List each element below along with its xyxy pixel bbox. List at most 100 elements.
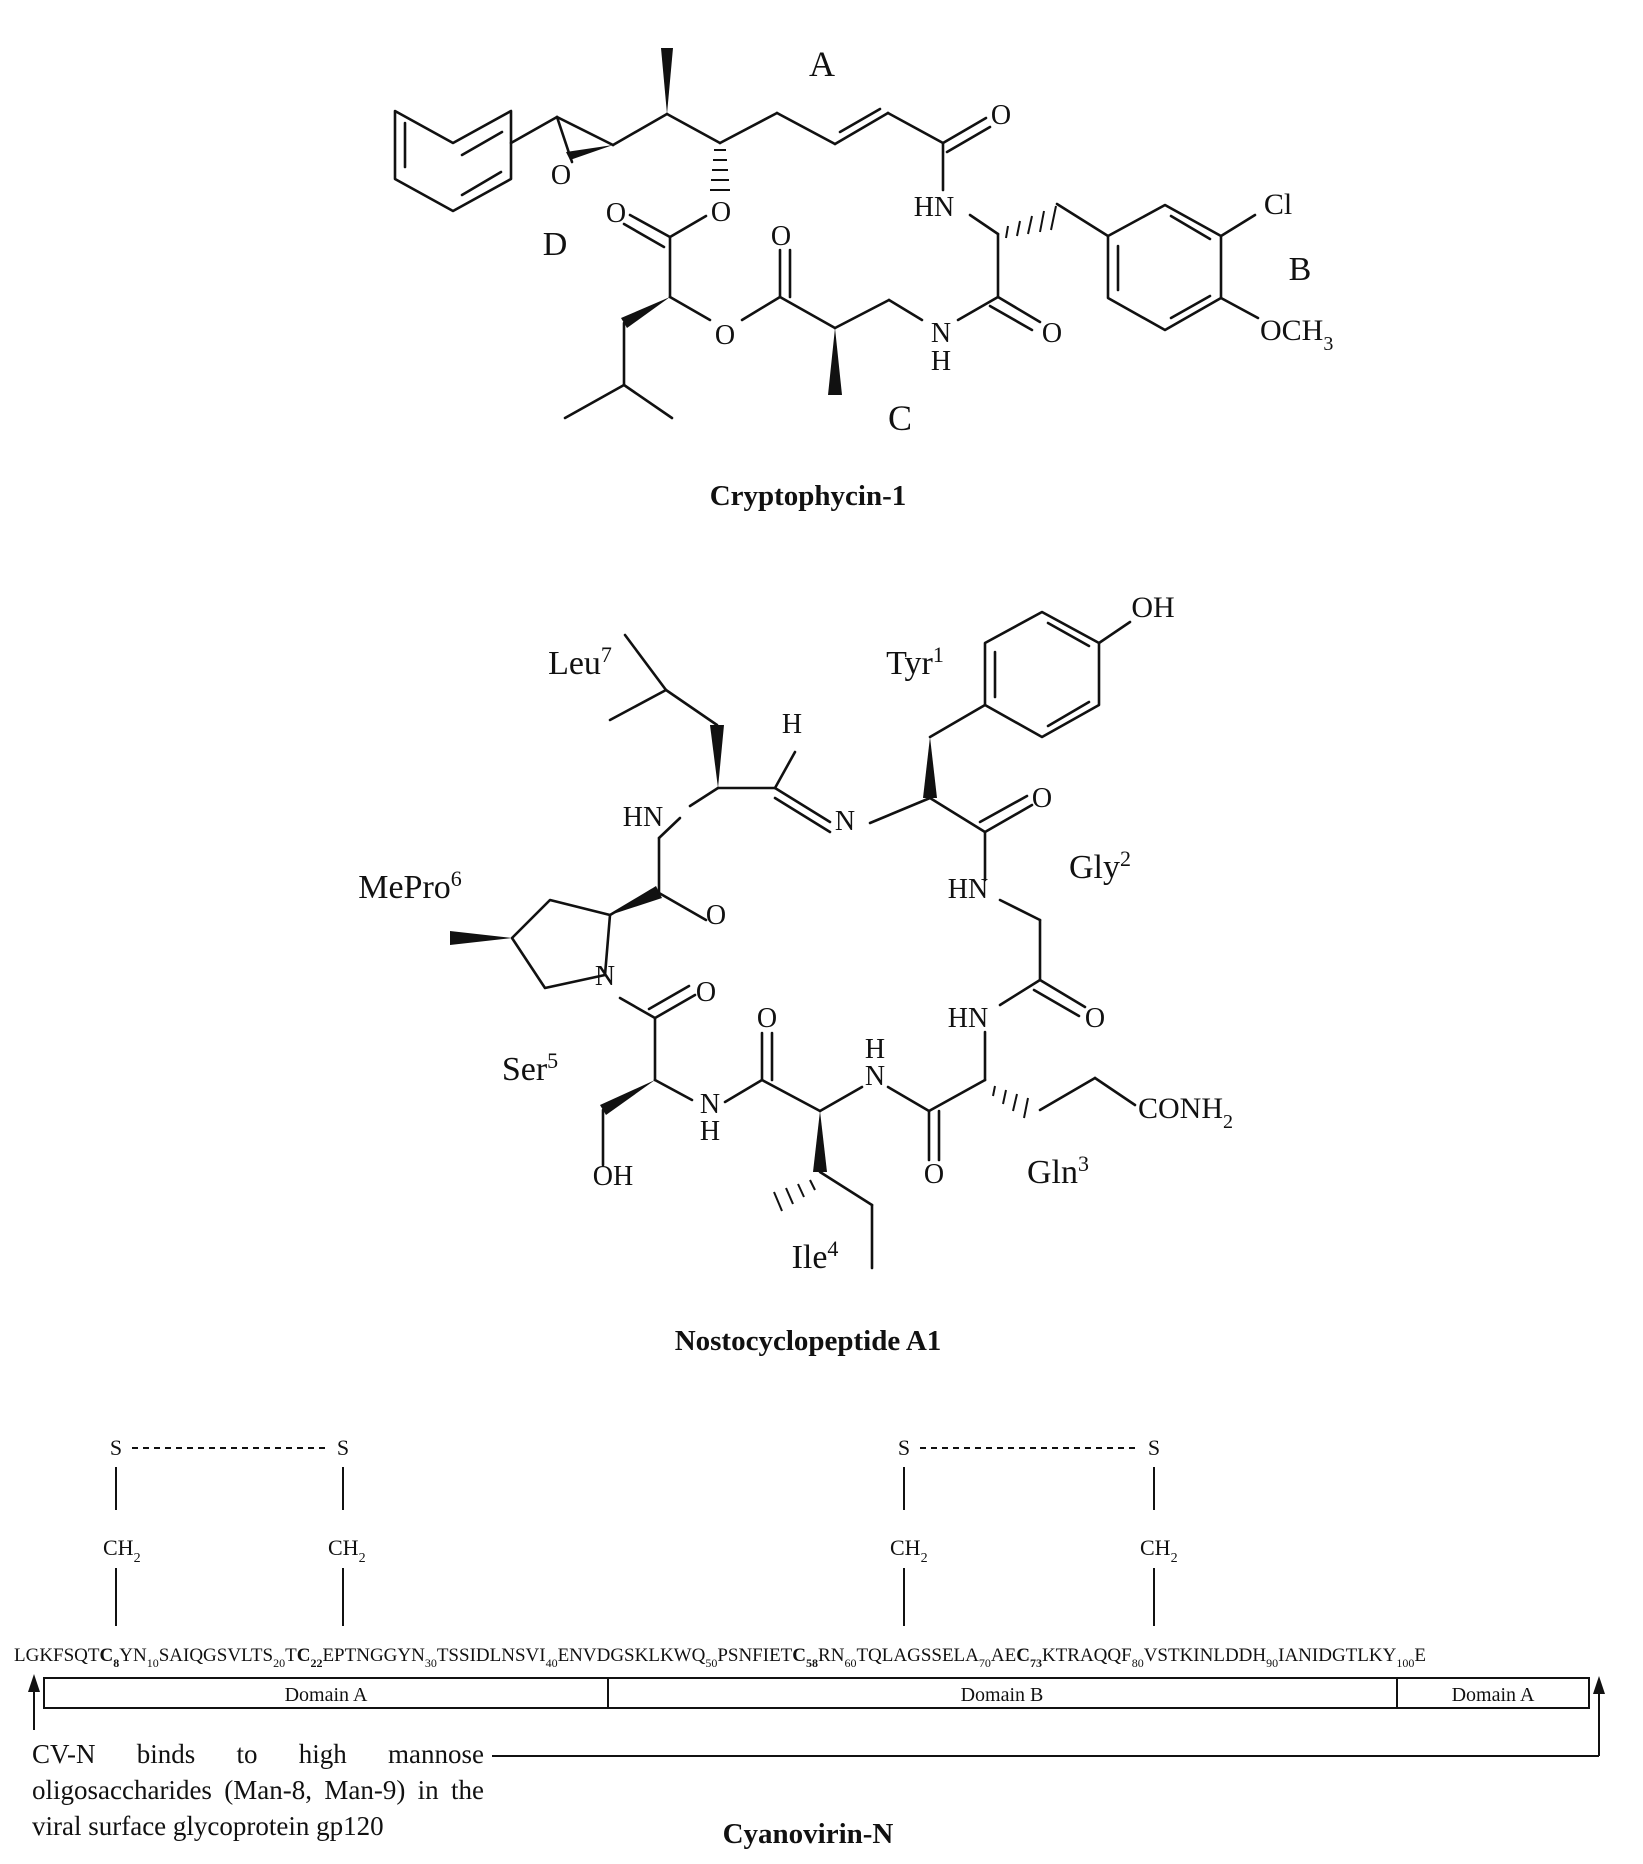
carbonyl-o-left: O [606, 198, 626, 229]
sequence-segment: VSTKINLDDH [1144, 1645, 1267, 1666]
sequence-segment: LGKFSQT [14, 1645, 100, 1666]
nostocyclopeptide-structure: Leu7 Tyr1 Gly2 MePro6 Ser5 Gln3 Ile4 OH … [358, 591, 1233, 1357]
sequence-position-subscript: 40 [546, 1656, 558, 1670]
sulfur-1: S [110, 1435, 122, 1460]
sequence-segment: TSSIDLNSVI [437, 1645, 546, 1666]
sequence-position-subscript: 70 [979, 1656, 991, 1670]
right-arrow-head [1593, 1676, 1605, 1694]
chloro-cl: Cl [1264, 188, 1292, 221]
ring-o-left: O [715, 320, 735, 351]
unit-label-a: A [809, 44, 835, 84]
ester-o-top: O [711, 197, 731, 228]
gly-label: Gly2 [1069, 846, 1131, 886]
cryptophycin-structure: A B C D O O O O O O HN N H O Cl OCH3 Cry… [393, 44, 1333, 512]
sequence-segment: C [100, 1645, 114, 1666]
ser-nh-n: N [700, 1089, 720, 1120]
cryptophycin-title: Cryptophycin-1 [710, 480, 907, 512]
ile-nh-n: N [865, 1061, 885, 1092]
unit-label-d: D [543, 226, 568, 263]
domain-box-b [607, 1677, 1398, 1709]
unit-label-b: B [1289, 251, 1312, 288]
sequence-segment: RN [818, 1645, 845, 1666]
gly-hn: HN [948, 874, 988, 905]
domain-box-a-2 [1396, 1677, 1590, 1709]
chlorophenyl-ring [1106, 203, 1223, 332]
sequence-position-subscript: 58 [806, 1656, 818, 1670]
gln-hn: HN [948, 1003, 988, 1034]
proline-ring [510, 898, 612, 990]
gly-o: O [1085, 1003, 1105, 1034]
sulfur-3: S [898, 1435, 910, 1460]
sequence-position-subscript: 22 [310, 1656, 322, 1670]
unit-label-c: C [888, 398, 912, 438]
sequence-segment: YN [119, 1645, 147, 1666]
sequence-segment: TQLAGSSELA [856, 1645, 979, 1666]
hash-bond-ile [773, 1179, 816, 1212]
ile-label: Ile4 [792, 1236, 839, 1276]
cyanovirin-diagram: S S CH2 CH2 S S CH2 CH2 LGKFSQTC8YN10SAI… [14, 1435, 1605, 1850]
gln-label: Gln3 [1027, 1151, 1089, 1191]
nostocyclopeptide-title: Nostocyclopeptide A1 [675, 1325, 942, 1357]
sequence-segment: KTRAQQF [1042, 1645, 1132, 1666]
amide-n: N [931, 318, 951, 349]
domain-label-b: Domain B [961, 1684, 1044, 1706]
sequence-position-subscript: 20 [273, 1656, 285, 1670]
sequence-segment: E [1414, 1645, 1426, 1666]
sequence-position-subscript: 10 [147, 1656, 159, 1670]
tyr-oh: OH [1131, 591, 1174, 624]
ile-nh-h: H [865, 1034, 885, 1065]
ch2-3: CH2 [890, 1535, 928, 1566]
hash-bond-ester-o [710, 149, 730, 191]
leu-label: Leu7 [548, 642, 612, 682]
carbonyl-o-mid: O [771, 221, 791, 252]
ser-oh: OH [593, 1161, 633, 1192]
sequence-position-subscript: 100 [1396, 1656, 1414, 1670]
sequence-segment: C [792, 1645, 806, 1666]
imine-h: H [782, 709, 802, 740]
sequence-position-subscript: 30 [425, 1656, 437, 1670]
hash-bond-gln [992, 1085, 1029, 1119]
hash-bond-alpha [1005, 205, 1057, 239]
pro-n: N [595, 961, 615, 992]
sequence-position-subscript: 90 [1266, 1656, 1278, 1670]
amide-h: H [931, 346, 951, 377]
sequence-position-subscript: 60 [844, 1656, 856, 1670]
sequence-position-subscript: 73 [1030, 1656, 1042, 1670]
sulfur-4: S [1148, 1435, 1160, 1460]
sequence-segment: AE [991, 1645, 1016, 1666]
sequence-position-subscript: 80 [1132, 1656, 1144, 1670]
sequence-segment: C [1016, 1645, 1030, 1666]
ser-label: Ser5 [502, 1048, 558, 1088]
sequence-segment: SAIQGSVLTS [159, 1645, 273, 1666]
ch2-4: CH2 [1140, 1535, 1178, 1566]
cyanovirin-title: Cyanovirin-N [723, 1818, 894, 1850]
sequence-segment: C [297, 1645, 311, 1666]
ile-o: O [757, 1003, 777, 1034]
amide-o: O [1042, 318, 1062, 349]
sequence-position-subscript: 8 [113, 1656, 119, 1670]
binding-note: CV-N binds to high mannose oligosacchari… [32, 1739, 484, 1841]
phenyl-ring [393, 109, 513, 213]
domain-label-a-1: Domain A [285, 1684, 368, 1706]
gln-o: O [924, 1159, 944, 1190]
leu-hn: HN [623, 802, 663, 833]
ch2-2: CH2 [328, 1535, 366, 1566]
pro-o: O [706, 900, 726, 931]
left-arrow-head [28, 1674, 40, 1692]
epoxide-o: O [551, 160, 571, 191]
ser-o: O [696, 977, 716, 1008]
imine-n: N [835, 806, 855, 837]
sulfur-2: S [337, 1435, 349, 1460]
sequence-segment: T [285, 1645, 297, 1666]
gln-conh2: CONH2 [1138, 1092, 1233, 1133]
ch2-1: CH2 [103, 1535, 141, 1566]
protein-sequence: LGKFSQTC8YN10SAIQGSVLTS20TC22EPTNGGYN30T… [14, 1645, 1426, 1670]
sequence-segment: IANIDGTLKY [1278, 1645, 1396, 1666]
domain-label-a-2: Domain A [1452, 1684, 1535, 1706]
carbonyl-o-top: O [991, 100, 1011, 131]
mepro-label: MePro6 [358, 866, 462, 906]
methoxy-och3: OCH3 [1260, 314, 1333, 355]
sequence-position-subscript: 50 [705, 1656, 717, 1670]
sequence-segment: EPTNGGYN [322, 1645, 425, 1666]
